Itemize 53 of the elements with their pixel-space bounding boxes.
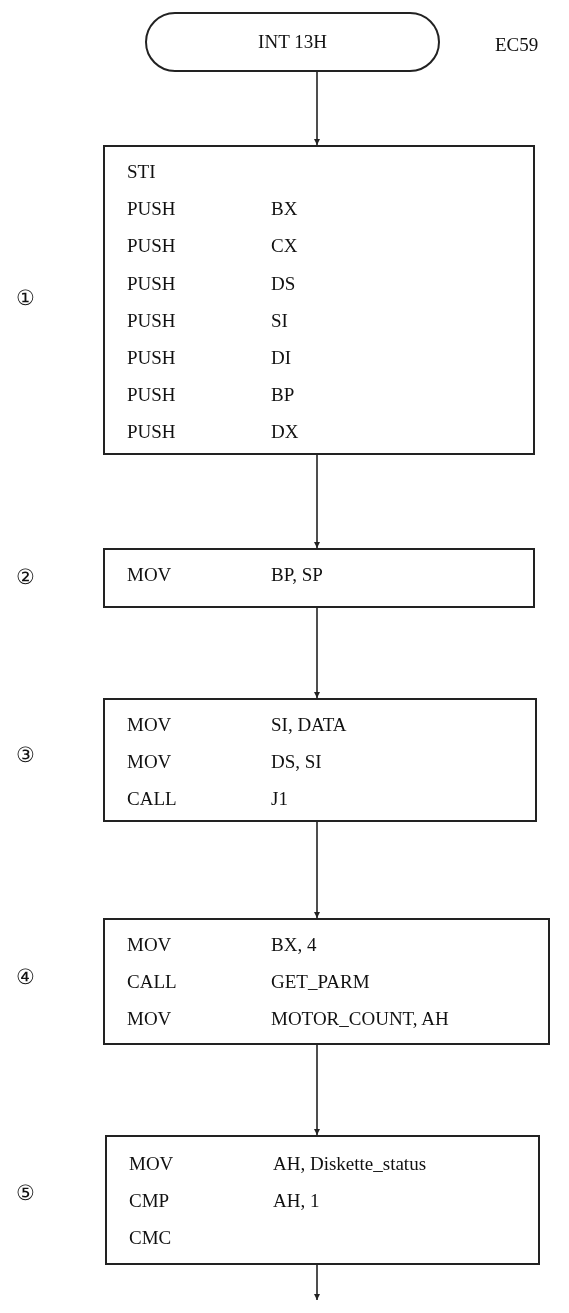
terminal-label: INT 13H [257,31,328,53]
process-box [103,548,535,608]
instruction-text: PUSH [127,235,176,258]
instruction-text: CMP [129,1190,170,1212]
operand-text: DI [271,347,292,369]
instruction-text: STI [127,161,156,183]
instruction-text: PUSH [127,421,176,444]
operand-text: BX, 4 [271,934,317,956]
operand-text: BP, SP [271,564,323,586]
instruction-text: MOV [129,1153,174,1175]
step-number: ③ [16,743,35,767]
process-box [103,918,550,1045]
arrow [314,454,320,549]
step-number: ② [16,565,35,589]
operand-text: AH, 1 [273,1190,320,1212]
operand-text: BP [271,384,295,407]
operand-text: SI [271,309,288,332]
instruction-text: MOV [127,1008,172,1030]
instruction-text: MOV [127,714,172,736]
process-box [103,145,535,455]
address-label: EC59 [495,34,539,56]
instruction-text: PUSH [127,384,176,407]
instruction-text: MOV [127,564,172,586]
instruction-text: CALL [127,971,177,993]
step-number: ⑤ [16,1181,35,1205]
arrow [314,607,320,699]
terminal-shape [145,12,440,72]
instruction-text: CALL [127,788,177,810]
process-box [103,698,537,822]
step-number: ① [16,286,35,310]
operand-text: DS, SI [271,751,322,773]
operand-text: CX [271,235,298,258]
arrow [314,1264,320,1301]
arrow [314,821,320,919]
instruction-text: MOV [127,751,172,773]
instruction-text: PUSH [127,272,176,295]
process-box [105,1135,540,1265]
operand-text: MOTOR_COUNT, AH [271,1008,449,1030]
step-number: ④ [16,965,35,989]
operand-text: GET_PARM [271,971,370,993]
operand-text: DS [271,272,296,295]
operand-text: DX [271,421,299,444]
operand-text: J1 [271,788,288,810]
operand-text: AH, Diskette_status [273,1153,427,1175]
operand-text: SI, DATA [271,714,347,736]
instruction-text: CMC [129,1227,172,1249]
operand-text: BX [271,198,298,221]
instruction-text: PUSH [127,309,176,332]
instruction-text: MOV [127,934,172,956]
instruction-text: PUSH [127,347,176,369]
arrow [314,71,320,146]
instruction-text: PUSH [127,198,176,221]
arrow [314,1044,320,1136]
